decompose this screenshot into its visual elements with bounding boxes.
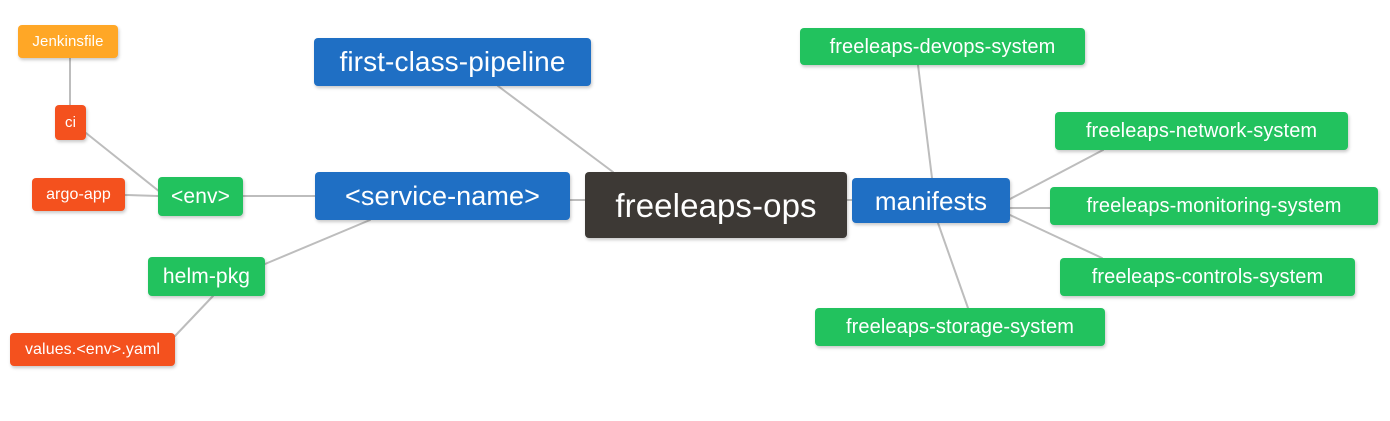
- mindmap-node-label: <env>: [171, 185, 230, 208]
- mindmap-node-label: freeleaps-controls-system: [1091, 266, 1324, 288]
- mindmap-node-freeleaps-devops-system[interactable]: freeleaps-devops-system: [800, 28, 1085, 65]
- mindmap-node-label: freeleaps-monitoring-system: [1086, 195, 1342, 217]
- mindmap-node-freeleaps-storage-system[interactable]: freeleaps-storage-system: [815, 308, 1105, 346]
- mindmap-node-label: <service-name>: [345, 180, 540, 211]
- mindmap-node-freeleaps-ops[interactable]: freeleaps-ops: [585, 172, 847, 238]
- mindmap-edge: [264, 219, 371, 265]
- mindmap-node-freeleaps-controls-system[interactable]: freeleaps-controls-system: [1060, 258, 1355, 296]
- mindmap-node-helm-pkg[interactable]: helm-pkg: [148, 257, 265, 296]
- mindmap-edge: [937, 222, 969, 309]
- mindmap-node-env[interactable]: <env>: [158, 177, 243, 216]
- mindmap-node-label: Jenkinsfile: [32, 33, 104, 50]
- mindmap-node-label: ci: [64, 114, 77, 131]
- mindmap-node-argo-app[interactable]: argo-app: [32, 178, 125, 211]
- mindmap-node-values-yaml[interactable]: values.<env>.yaml: [10, 333, 175, 366]
- mindmap-node-label: helm-pkg: [162, 265, 251, 288]
- mindmap-edge: [497, 85, 614, 173]
- mindmap-node-first-class-pipeline[interactable]: first-class-pipeline: [314, 38, 591, 86]
- mindmap-node-label: values.<env>.yaml: [24, 340, 161, 358]
- mindmap-node-ci[interactable]: ci: [55, 105, 86, 140]
- mindmap-node-jenkinsfile[interactable]: Jenkinsfile: [18, 25, 118, 58]
- mindmap-node-label: argo-app: [46, 185, 111, 203]
- mindmap-node-freeleaps-monitoring-system[interactable]: freeleaps-monitoring-system: [1050, 187, 1378, 225]
- mindmap-node-label: manifests: [874, 185, 988, 216]
- mindmap-node-manifests[interactable]: manifests: [852, 178, 1010, 223]
- mindmap-node-label: first-class-pipeline: [339, 46, 566, 77]
- mindmap-edge: [917, 64, 933, 179]
- mindmap-node-label: freeleaps-network-system: [1085, 120, 1318, 142]
- mindmap-edge: [124, 194, 159, 197]
- mindmap-edge: [174, 295, 214, 337]
- mindmap-node-service-name[interactable]: <service-name>: [315, 172, 570, 220]
- mindmap-node-label: freeleaps-devops-system: [829, 35, 1056, 58]
- mindmap-node-label: freeleaps-ops: [615, 186, 817, 224]
- mindmap-node-freeleaps-network-system[interactable]: freeleaps-network-system: [1055, 112, 1348, 150]
- mindmap-node-label: freeleaps-storage-system: [845, 316, 1075, 338]
